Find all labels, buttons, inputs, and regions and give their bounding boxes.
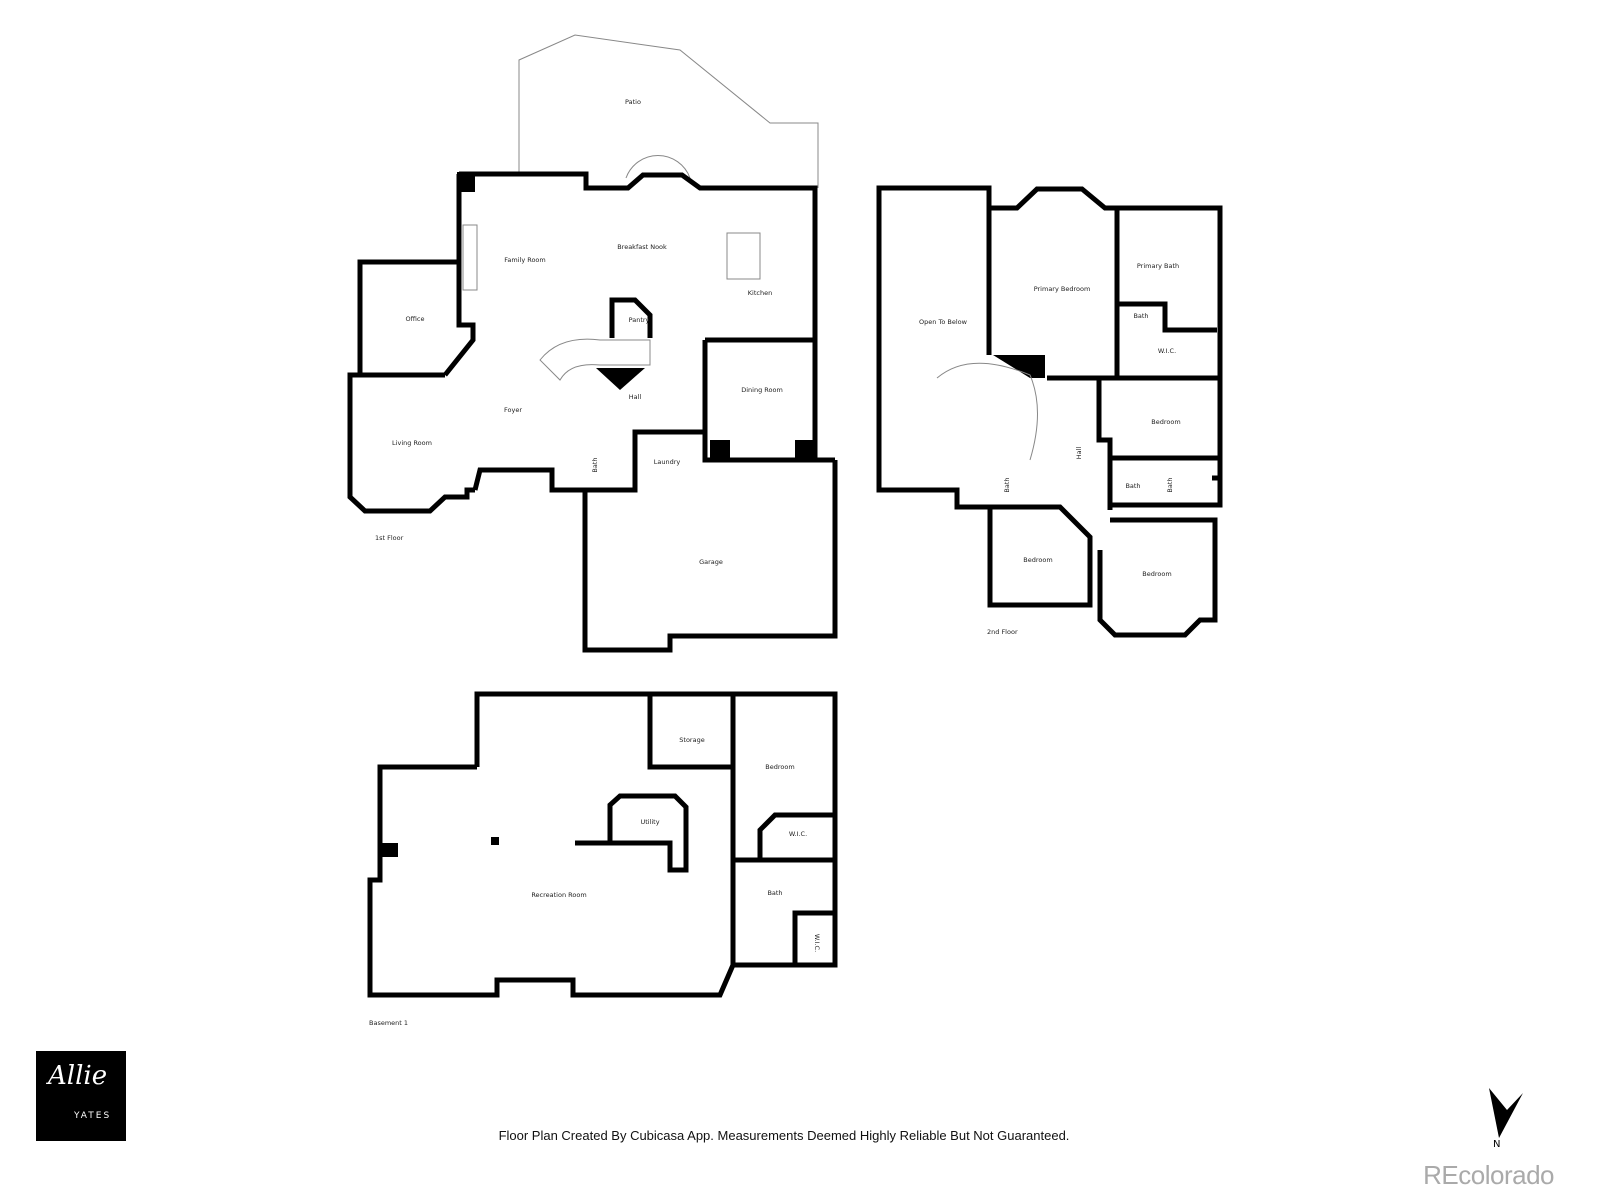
curved-stairs <box>936 362 1038 461</box>
office-wall <box>357 259 459 378</box>
room-label: Bath <box>1133 312 1148 320</box>
family-west-wall <box>443 174 476 377</box>
room-label: Bath <box>591 457 599 472</box>
bath-wic-wall <box>1117 301 1217 333</box>
room-label: Foyer <box>504 406 522 414</box>
basement-plan: Storage Bedroom Utility W.I.C. Recreatio… <box>367 691 838 1027</box>
room-label: Recreation Room <box>531 891 586 899</box>
dining-wall <box>702 340 835 463</box>
room-label: Open To Below <box>919 318 968 326</box>
column <box>491 837 499 845</box>
room-label: Family Room <box>504 256 546 264</box>
room-label: Hall <box>1075 447 1083 460</box>
room-label: Bath <box>1125 482 1140 490</box>
room-label: Hall <box>629 393 642 401</box>
first-floor-plan: Patio Family Room Breakfast Nook Kitchen… <box>347 34 838 653</box>
wic-wall <box>757 812 835 860</box>
logo-signature: Allie <box>48 1061 108 1091</box>
floor-label: Basement 1 <box>369 1019 408 1027</box>
north-label: N <box>1493 1139 1501 1150</box>
room-label: Living Room <box>392 439 432 447</box>
agent-logo: Allie YATES <box>36 1051 126 1141</box>
room-label: Office <box>406 315 425 323</box>
pantry-wall <box>609 297 653 338</box>
north-arrow-icon <box>1489 1088 1523 1138</box>
room-label: Kitchen <box>748 289 772 297</box>
room-label: Bedroom <box>1142 570 1171 578</box>
bay-arch <box>625 154 691 179</box>
basement-outer-wall <box>367 691 838 998</box>
room-label: Primary Bath <box>1137 262 1179 270</box>
room-label: Patio <box>625 98 641 106</box>
room-label: Breakfast Nook <box>617 243 667 251</box>
open-to-below-wall <box>876 185 1030 510</box>
utility-wall <box>575 793 689 873</box>
curved-stairs <box>539 338 651 381</box>
patio-outline <box>518 34 819 188</box>
bedroom-east-wall <box>1097 517 1218 638</box>
living-room-wall <box>347 372 475 514</box>
room-label: Laundry <box>654 458 681 466</box>
second-floor-plan: Open To Below Primary Bedroom Primary Ba… <box>876 185 1223 638</box>
room-label: Bath <box>1166 477 1174 492</box>
fireplace <box>462 224 478 291</box>
stair-void <box>596 368 645 390</box>
room-label: Bedroom <box>765 763 794 771</box>
room-label: Dining Room <box>741 386 783 394</box>
primary-bedroom-wall <box>989 186 1223 481</box>
logo-name: YATES <box>74 1111 112 1121</box>
kitchen-island <box>726 232 761 280</box>
bedroom-south-wall <box>987 504 1093 608</box>
floor-label: 2nd Floor <box>987 628 1018 636</box>
bath-wall <box>1110 455 1223 508</box>
disclaimer-text: Floor Plan Created By Cubicasa App. Meas… <box>498 1128 1070 1143</box>
room-label: W.I.C. <box>789 830 807 838</box>
first-floor-north-wall <box>459 171 818 460</box>
room-label: W.I.C. <box>1158 347 1176 355</box>
pillar <box>795 440 815 460</box>
brand-watermark: REcolorado <box>1423 1160 1554 1190</box>
stair-void <box>993 355 1045 378</box>
room-label: Primary Bedroom <box>1034 285 1091 293</box>
pillar <box>457 172 475 192</box>
room-label: Storage <box>679 736 704 744</box>
room-label: W.I.C. <box>813 934 821 952</box>
lower-wic-wall <box>792 910 835 965</box>
room-label: Garage <box>699 558 723 566</box>
column <box>380 843 398 857</box>
room-label: Bath <box>1003 477 1011 492</box>
room-label: Bedroom <box>1151 418 1180 426</box>
pillar <box>710 440 730 460</box>
room-label: Pantry <box>629 316 650 324</box>
room-label: Bath <box>767 889 782 897</box>
floor-label: 1st Floor <box>375 534 404 542</box>
room-label: Utility <box>640 818 659 826</box>
storage-wall <box>647 694 733 770</box>
hall-wall <box>1047 375 1117 510</box>
room-label: Bedroom <box>1023 556 1052 564</box>
garage-wall <box>582 460 838 653</box>
foyer-south-wall <box>472 429 708 493</box>
